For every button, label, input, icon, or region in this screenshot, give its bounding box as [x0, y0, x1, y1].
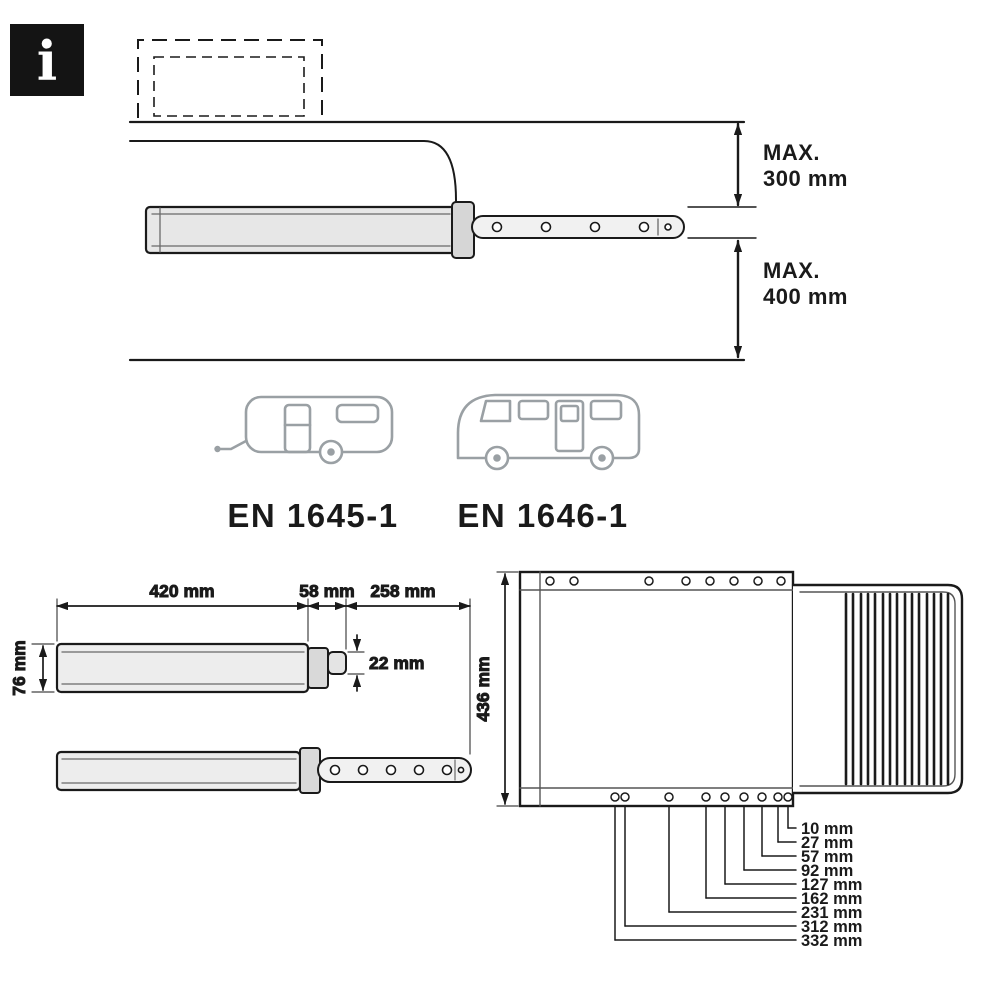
motorhome-door	[554, 399, 585, 453]
step-side-extended	[55, 747, 472, 794]
hole-offset-labels: 10 mm 27 mm 57 mm 92 mm 127 mm 162 mm 23…	[801, 820, 862, 950]
hole-offset-label-231: 231 mm	[801, 904, 862, 922]
bottom-hole-row	[610, 792, 793, 802]
vehicle-underside-line	[129, 140, 457, 208]
top-view-diagram: 436 mm	[473, 570, 964, 941]
max-400-line1: MAX.	[763, 258, 820, 283]
max-300-dimension	[687, 122, 757, 208]
standard-motorhome-label: EN 1646-1	[457, 497, 628, 534]
info-badge: i	[10, 24, 84, 96]
step-arm-side	[471, 215, 685, 239]
dim-closed-overhang: 58 mm	[299, 581, 354, 601]
max-300-label: MAX. 300 mm	[763, 140, 848, 191]
motorhome-window-1	[517, 399, 550, 421]
hole-offset-label-27: 27 mm	[801, 834, 853, 852]
extended-arm-holes	[329, 764, 465, 776]
dim-76-lines	[31, 643, 55, 693]
hole-offset-label-127: 127 mm	[801, 876, 862, 894]
motorhome-icon	[456, 393, 641, 471]
hole-offset-label-332: 332 mm	[801, 932, 862, 950]
dim-arm-thickness: 22 mm	[369, 653, 424, 673]
dim-housing-height: 76 mm	[9, 640, 29, 695]
motorhome-cab-window	[479, 399, 512, 423]
hole-offset-label-57: 57 mm	[801, 848, 853, 866]
info-icon: i	[37, 29, 58, 93]
standard-caravan-label: EN 1645-1	[227, 497, 398, 534]
dim-extension-length: 258 mm	[370, 581, 435, 601]
hole-offset-label-162: 162 mm	[801, 890, 862, 908]
hole-offset-label-10: 10 mm	[801, 820, 853, 838]
max-400-dimension	[687, 237, 757, 359]
side-view-diagram: 420 mm 58 mm 258 mm 22 mm 76 mm	[9, 581, 472, 794]
info-badge-box	[10, 24, 84, 96]
max-400-line2: 400 mm	[763, 284, 848, 309]
caravan-icon	[214, 395, 394, 465]
caravan-door	[283, 403, 312, 454]
motorhome-window-2	[589, 399, 623, 421]
doorway-inner-dashed	[153, 56, 305, 117]
step-platform-top	[791, 583, 964, 795]
dim-436-lines	[496, 571, 519, 807]
top-hole-row	[545, 576, 786, 586]
max-300-line2: 300 mm	[763, 166, 848, 191]
hole-offset-callouts	[614, 805, 797, 941]
step-arm-holes	[491, 221, 672, 233]
max-300-line1: MAX.	[763, 140, 820, 165]
dim-housing-length: 420 mm	[149, 581, 214, 601]
hole-offset-label-92: 92 mm	[801, 862, 853, 880]
dim-22-extension-lines	[347, 651, 365, 675]
step-pivot-bracket	[451, 201, 475, 259]
hole-offset-label-312: 312 mm	[801, 918, 862, 936]
top-view-housing	[518, 570, 795, 808]
vehicle-icons	[214, 393, 641, 471]
motorhome-body	[456, 393, 641, 460]
max-400-label: MAX. 400 mm	[763, 258, 848, 309]
doorway-dashed-outline	[137, 39, 323, 118]
step-side-closed	[55, 642, 347, 694]
tread-ridges	[844, 592, 950, 786]
dim-depth: 436 mm	[473, 656, 493, 721]
mounting-height-diagram	[128, 39, 757, 362]
step-housing-side	[144, 205, 458, 255]
caravan-window	[335, 403, 380, 424]
caravan-hitch	[219, 439, 248, 451]
